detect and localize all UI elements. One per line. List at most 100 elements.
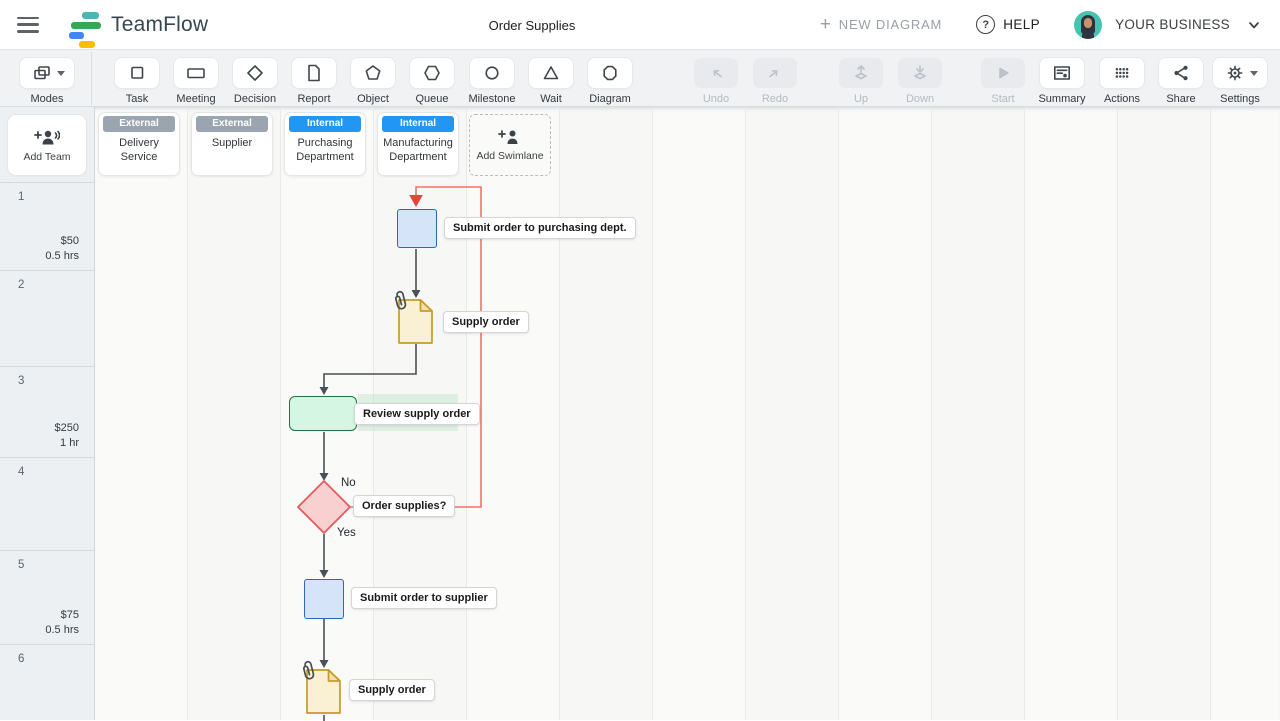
- start-button[interactable]: Start: [973, 58, 1033, 105]
- milestone-tool-button[interactable]: Milestone: [462, 58, 522, 105]
- share-label: Share: [1166, 93, 1196, 105]
- row-cost: $50: [60, 235, 79, 248]
- node-label[interactable]: Submit order to supplier: [351, 587, 497, 609]
- swimlane-type-badge: External: [196, 116, 268, 132]
- app-name: TeamFlow: [111, 12, 209, 36]
- add-swimlane-button[interactable]: Add Swimlane: [469, 114, 551, 176]
- toolbar-divider: [91, 52, 92, 105]
- row-number: 4: [18, 466, 25, 478]
- object-label: Object: [357, 93, 389, 105]
- app-header: TeamFlow Order Supplies + NEW DIAGRAM ? …: [0, 0, 1280, 50]
- swimlane-name: Delivery Service: [119, 137, 159, 164]
- row-time: 0.5 hrs: [45, 624, 79, 637]
- swimlane-name: Manufacturing Department: [383, 137, 453, 164]
- task-node-submit-supplier[interactable]: [304, 579, 344, 619]
- caret-down-icon: [1249, 70, 1258, 76]
- meeting-label: Meeting: [176, 93, 216, 105]
- row-time: 0.5 hrs: [45, 250, 79, 263]
- add-person-icon: [34, 130, 60, 144]
- add-swimlane-label: Add Swimlane: [476, 149, 544, 162]
- swimlane-type-badge: External: [103, 116, 175, 132]
- task-label: Task: [125, 93, 149, 105]
- actions-button[interactable]: Actions: [1092, 58, 1152, 105]
- paperclip-icon: [389, 288, 411, 317]
- diagram-title[interactable]: Order Supplies: [488, 17, 576, 33]
- share-button[interactable]: Share: [1151, 58, 1211, 105]
- help-label: HELP: [1003, 17, 1041, 32]
- row-number: 2: [18, 279, 25, 291]
- avatar[interactable]: [1074, 10, 1103, 39]
- step-row-4: 4: [0, 457, 95, 550]
- modes-button[interactable]: Modes: [17, 58, 77, 105]
- summary-button[interactable]: Summary: [1032, 58, 1092, 105]
- node-label[interactable]: Supply order: [443, 311, 529, 333]
- step-row-6: 6: [0, 644, 95, 720]
- swimlane-type-badge: Internal: [382, 116, 454, 132]
- document-node-supply-order-1[interactable]: [395, 290, 433, 349]
- decision-node-order-supplies[interactable]: [297, 480, 351, 539]
- report-tool-button[interactable]: Report: [284, 58, 344, 105]
- meeting-tool-button[interactable]: Meeting: [166, 58, 226, 105]
- up-button[interactable]: Up: [831, 58, 891, 105]
- swimlane-column: [839, 108, 932, 720]
- branch-label-yes: Yes: [337, 527, 356, 539]
- caret-down-icon: [56, 70, 65, 76]
- object-tool-button[interactable]: Object: [343, 58, 403, 105]
- row-number: 3: [18, 375, 25, 387]
- task-tool-button[interactable]: Task: [107, 58, 167, 105]
- swimlane-manufacturing-department[interactable]: Internal Manufacturing Department: [378, 113, 458, 175]
- row-number: 5: [18, 559, 25, 571]
- add-person-icon: [498, 129, 518, 144]
- node-label[interactable]: Supply order: [349, 679, 435, 701]
- help-button[interactable]: ? HELP: [976, 15, 1040, 34]
- connectors-layer: [319, 186, 482, 721]
- diagram-canvas[interactable]: External Delivery Service External Suppl…: [95, 107, 1280, 721]
- actions-label: Actions: [1103, 93, 1141, 105]
- step-row-1: 1 $50 0.5 hrs: [0, 182, 95, 270]
- account-menu[interactable]: YOUR BUSINESS: [1115, 17, 1230, 32]
- down-button[interactable]: Down: [890, 58, 950, 105]
- swimlane-column: [746, 108, 839, 720]
- decision-tool-button[interactable]: Decision: [225, 58, 285, 105]
- row-time: 1 hr: [60, 437, 79, 450]
- row-number: 6: [18, 653, 25, 665]
- app-logo-icon[interactable]: [57, 6, 101, 48]
- help-icon: ?: [976, 15, 996, 34]
- queue-tool-button[interactable]: Queue: [402, 58, 462, 105]
- modes-label: Modes: [30, 93, 64, 105]
- swimlane-column: [560, 108, 653, 720]
- undo-button[interactable]: Undo: [686, 58, 746, 105]
- diagram-label: Diagram: [589, 93, 631, 105]
- add-team-button[interactable]: Add Team: [8, 115, 86, 175]
- document-node-supply-order-2[interactable]: [303, 660, 341, 719]
- settings-button[interactable]: Settings: [1210, 58, 1270, 105]
- wait-label: Wait: [540, 93, 562, 105]
- report-label: Report: [297, 93, 331, 105]
- start-label: Start: [991, 93, 1015, 105]
- swimlane-type-badge: Internal: [289, 116, 361, 132]
- node-label[interactable]: Submit order to purchasing dept.: [444, 217, 636, 239]
- step-row-5: 5 $75 0.5 hrs: [0, 550, 95, 644]
- diagram-tool-button[interactable]: Diagram: [580, 58, 640, 105]
- new-diagram-button[interactable]: + NEW DIAGRAM: [820, 15, 942, 34]
- down-label: Down: [905, 93, 935, 105]
- node-label[interactable]: Review supply order: [354, 403, 480, 425]
- redo-button[interactable]: Redo: [745, 58, 805, 105]
- menu-icon[interactable]: [17, 16, 39, 33]
- swimlane-delivery-service[interactable]: External Delivery Service: [99, 113, 179, 175]
- milestone-label: Milestone: [468, 93, 516, 105]
- swimlane-column: [1025, 108, 1118, 720]
- undo-label: Undo: [702, 93, 730, 105]
- node-label[interactable]: Order supplies?: [353, 495, 456, 517]
- swimlane-purchasing-department[interactable]: Internal Purchasing Department: [285, 113, 365, 175]
- toolbar: Modes Task Meeting Decision Report Objec…: [0, 50, 1280, 107]
- task-node-submit-purchasing[interactable]: [397, 209, 437, 248]
- row-cost: $75: [60, 609, 79, 622]
- chevron-down-icon[interactable]: [1246, 17, 1262, 33]
- meeting-node-review-supply-order[interactable]: [289, 396, 357, 431]
- swimlane-supplier[interactable]: External Supplier: [192, 113, 272, 175]
- row-number: 1: [18, 191, 25, 203]
- wait-tool-button[interactable]: Wait: [521, 58, 581, 105]
